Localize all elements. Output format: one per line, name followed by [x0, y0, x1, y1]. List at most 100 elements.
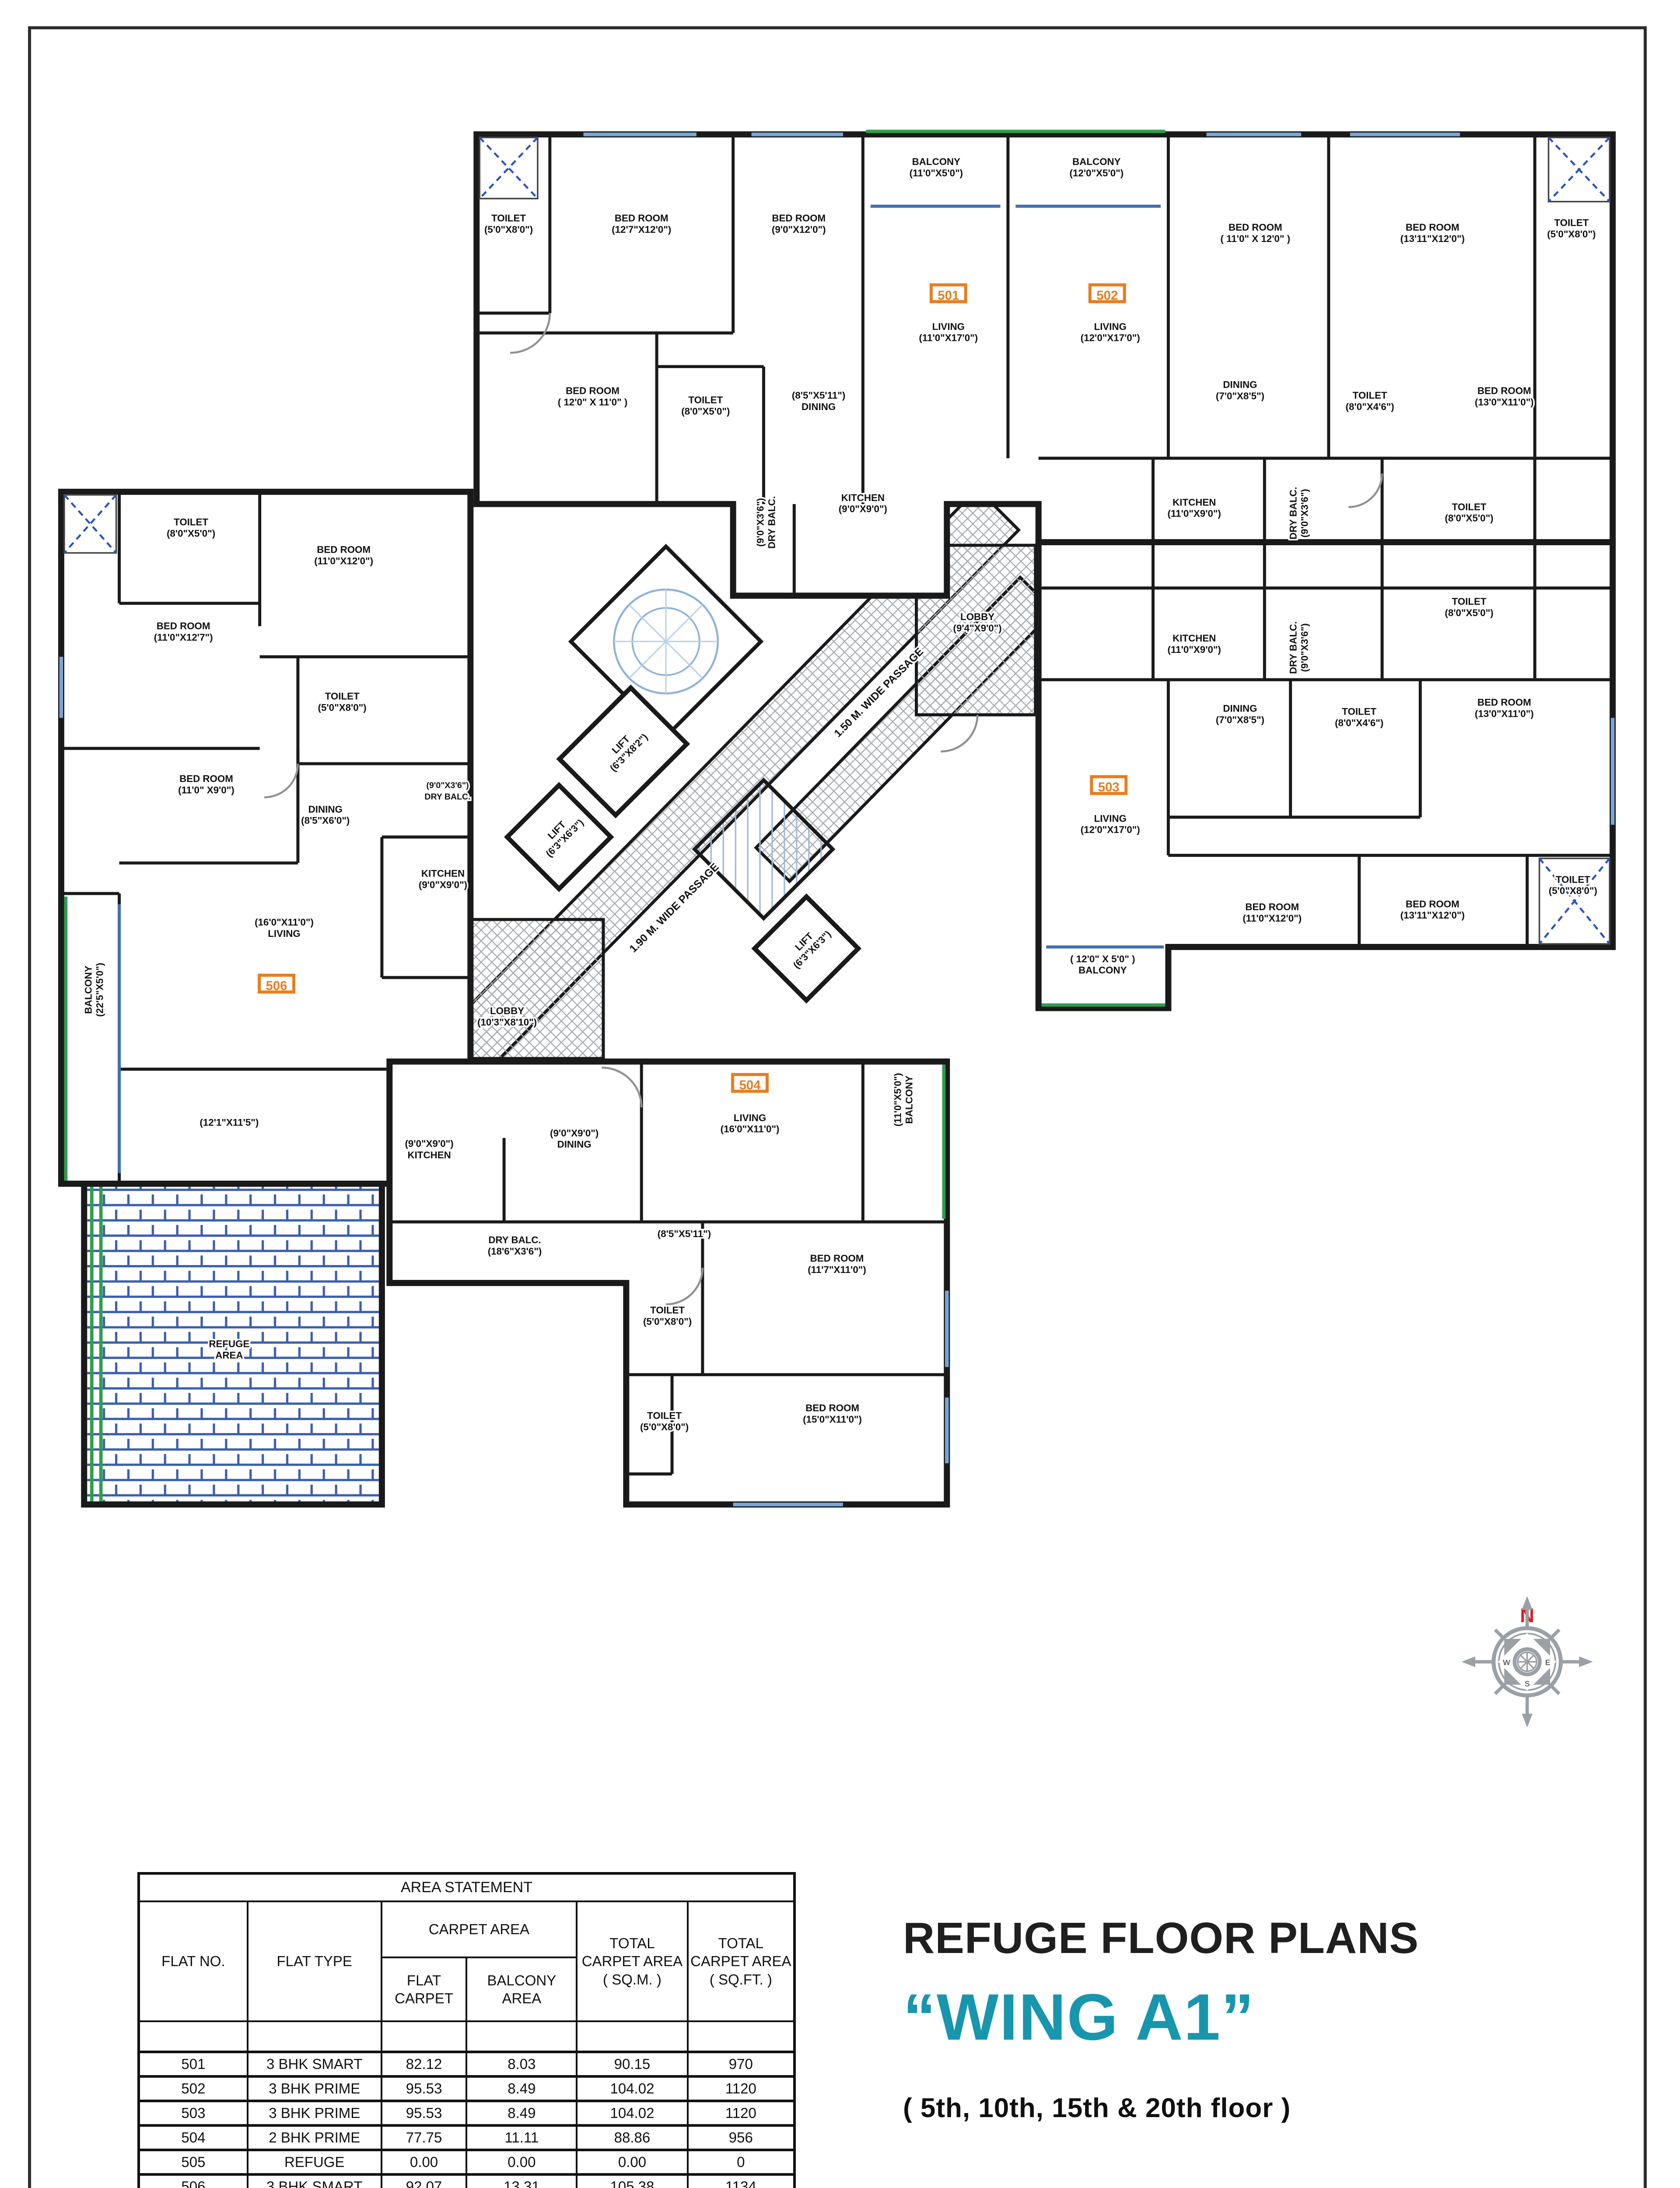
- room-label: LIVING(16'0"X11'0"): [721, 1112, 780, 1135]
- flat-badge-box: [1090, 775, 1128, 795]
- room-label: KITCHEN(11'0"X9'0"): [1168, 633, 1221, 655]
- flat-badge-box: [929, 283, 967, 303]
- room-label: BALCONY(22'5"X5'0"): [83, 963, 105, 1017]
- room-label: BED ROOM(11'0" X9'0"): [178, 773, 234, 796]
- col-header-flat-type: FLAT TYPE: [246, 1900, 382, 2022]
- door-swing: [602, 1066, 643, 1108]
- table-cell: 503: [138, 2100, 248, 2127]
- room-label: LIVING(11'0"X17'0"): [919, 321, 978, 344]
- outer-wall: [1035, 539, 1616, 1011]
- room-label: BED ROOM(13'11"X12'0"): [1400, 222, 1465, 244]
- duct-cross: [1538, 858, 1610, 945]
- room-label: BED ROOM(12'7"X12'0"): [612, 213, 671, 235]
- lift-shaft: [556, 684, 690, 819]
- table-cell: 77.75: [380, 2124, 468, 2151]
- room-label: (9'0"X3'6")DRY BALC.: [755, 496, 777, 549]
- room-label: (9'0"X3'6")DRY BALC.: [424, 781, 470, 802]
- table-cell: 95.53: [380, 2100, 468, 2127]
- table-cell: 90.15: [576, 2051, 689, 2078]
- page-border: [28, 26, 1647, 2188]
- table-cell: 95.53: [380, 2075, 468, 2102]
- room-label: TOILET(5'0"X8'0"): [484, 213, 533, 235]
- room-label: KITCHEN(11'0"X9'0"): [1168, 497, 1221, 519]
- table-cell: 82.12: [380, 2051, 468, 2078]
- room-label: TOILET(8'0"X5'0"): [1445, 596, 1493, 618]
- room-label: (12'1"X11'5"): [200, 1117, 259, 1128]
- table-cell: 956: [686, 2124, 796, 2151]
- table-cell: 92.07: [380, 2173, 468, 2188]
- table-cell: 970: [686, 2051, 796, 2078]
- compass-east-label: E: [1545, 1658, 1550, 1667]
- flat-badge-box: [258, 974, 295, 994]
- page-title: REFUGE FLOOR PLANS: [903, 1914, 1419, 1963]
- flat-badge-number: 504: [739, 1078, 761, 1092]
- table-cell: 0.00: [380, 2149, 468, 2176]
- windows-rails-edges: [59, 130, 1615, 1507]
- duct-cross: [1547, 137, 1610, 203]
- table-cell: 506: [138, 2173, 248, 2188]
- room-label: TOILET(8'0"X4'6"): [1335, 706, 1383, 728]
- room-label: BED ROOM(13'0"X11'0"): [1475, 386, 1534, 408]
- col-header-flat-carpet: FLAT CARPET: [380, 1957, 468, 2022]
- room-label: BED ROOM(11'0"X12'0"): [314, 544, 373, 567]
- room-label: TOILET(8'0"X5'0"): [1445, 501, 1493, 524]
- table-cell: 505: [138, 2149, 248, 2176]
- room-label: LIVING(12'0"X17'0"): [1081, 321, 1140, 344]
- room-label: DRY BALC.(9'0"X3'6"): [1288, 621, 1310, 674]
- flat-badge-number: 503: [1098, 780, 1120, 795]
- table-cell: 2 BHK PRIME: [246, 2124, 382, 2151]
- table-cell: 0: [686, 2149, 796, 2176]
- room-label: LOBBY(10'3"X8'10"): [477, 1006, 537, 1028]
- room-label: ( 12'0" X 5'0" )BALCONY: [1070, 954, 1135, 976]
- room-label: BED ROOM(11'7"X11'0"): [808, 1253, 866, 1275]
- refuge-area-hatch: [87, 1187, 379, 1502]
- flat-badge-box: [731, 1073, 769, 1093]
- table-cell: 502: [138, 2075, 248, 2102]
- room-label: BED ROOM(15'0"X11'0"): [803, 1403, 862, 1425]
- room-label: BED ROOM( 11'0" X 12'0" ): [1221, 222, 1291, 244]
- table-cell: 0.00: [576, 2149, 689, 2176]
- flat-badge-box: [1088, 283, 1126, 303]
- lift-shaft: [504, 782, 614, 892]
- floors-note: ( 5th, 10th, 15th & 20th floor ): [903, 2093, 1291, 2123]
- duct-cross: [63, 494, 117, 554]
- room-label: BED ROOM(13'11"X12'0"): [1400, 898, 1465, 921]
- flat-badge-number: 506: [266, 978, 287, 993]
- room-label: DRY BALC.(18'6"X3'6"): [488, 1234, 542, 1257]
- door-swing: [510, 313, 551, 354]
- table-cell: 105.38: [576, 2173, 689, 2188]
- room-label: BED ROOM(9'0"X12'0"): [772, 213, 826, 235]
- room-label: TOILET(5'0"X8'0"): [1547, 217, 1596, 240]
- compass-west-label: W: [1503, 1658, 1510, 1667]
- table-cell: 88.86: [576, 2124, 689, 2151]
- room-label: LIVING(12'0"X17'0"): [1081, 813, 1140, 835]
- title-block: REFUGE FLOOR PLANS “WING A1” ( 5th, 10th…: [903, 1913, 1419, 2124]
- table-cell: 504: [138, 2124, 248, 2151]
- compass-south-label: S: [1525, 1679, 1530, 1688]
- lift-shaft: [751, 893, 862, 1004]
- room-label: TOILET(5'0"X8'0"): [318, 691, 367, 713]
- room-label: BALCONY(11'0"X5'0"): [910, 156, 963, 179]
- table-cell: 1134: [686, 2173, 796, 2188]
- table-cell: REFUGE: [246, 2149, 382, 2176]
- lifts-and-stairs: [504, 543, 862, 1004]
- table-cell: 0.00: [466, 2149, 578, 2176]
- room-label: TOILET(8'0"X5'0"): [167, 517, 215, 539]
- room-label: (11'0"X5'0")BALCONY: [892, 1073, 915, 1126]
- room-label: DINING(8'5"X6'0"): [301, 804, 350, 826]
- room-label: BED ROOM(11'0"X12'7"): [154, 621, 213, 643]
- table-cell: 8.03: [466, 2051, 578, 2078]
- room-label: TOILET(5'0"X8'0"): [640, 1410, 689, 1433]
- room-label: (16'0"X11'0")LIVING: [255, 917, 314, 939]
- flat-badge-number: 501: [938, 288, 959, 303]
- col-header-total-sqft: TOTAL CARPET AREA ( SQ.FT. ): [686, 1900, 796, 2022]
- table-cell: 13.31: [466, 2173, 578, 2188]
